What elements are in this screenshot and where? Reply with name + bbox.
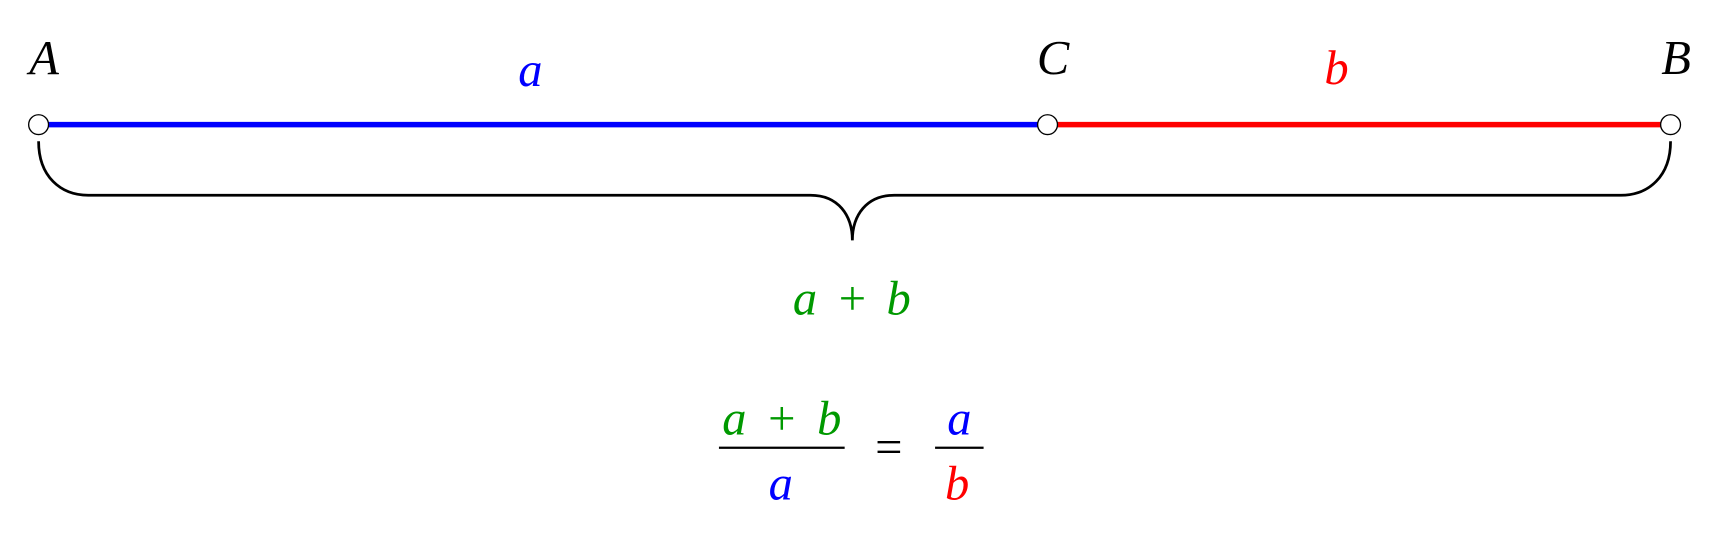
brace-label-a: a <box>793 272 817 325</box>
eq-left-den: a <box>769 458 793 511</box>
eq-right-den: b <box>945 458 969 511</box>
brace-label-plus: + <box>839 272 866 325</box>
point-a-label: A <box>26 32 59 85</box>
brace-label-b: b <box>887 272 911 325</box>
eq-left-num-a: a <box>722 393 746 446</box>
eq-left-num-b: b <box>817 393 841 446</box>
point-b-label: B <box>1661 32 1691 85</box>
segment-a-label: a <box>518 44 542 97</box>
segment-b-label: b <box>1324 42 1348 95</box>
point-c-label: C <box>1037 32 1070 85</box>
brace-label: a + b <box>793 272 911 325</box>
point-b-marker <box>1659 114 1682 136</box>
ratio-equation: a + b a = a b <box>718 393 984 511</box>
brace <box>37 141 1672 241</box>
point-a-marker <box>28 114 50 136</box>
eq-right-num: a <box>947 393 971 446</box>
point-c-marker <box>1036 114 1059 136</box>
eq-left-num-plus: + <box>768 393 795 446</box>
eq-equals: = <box>875 421 902 474</box>
